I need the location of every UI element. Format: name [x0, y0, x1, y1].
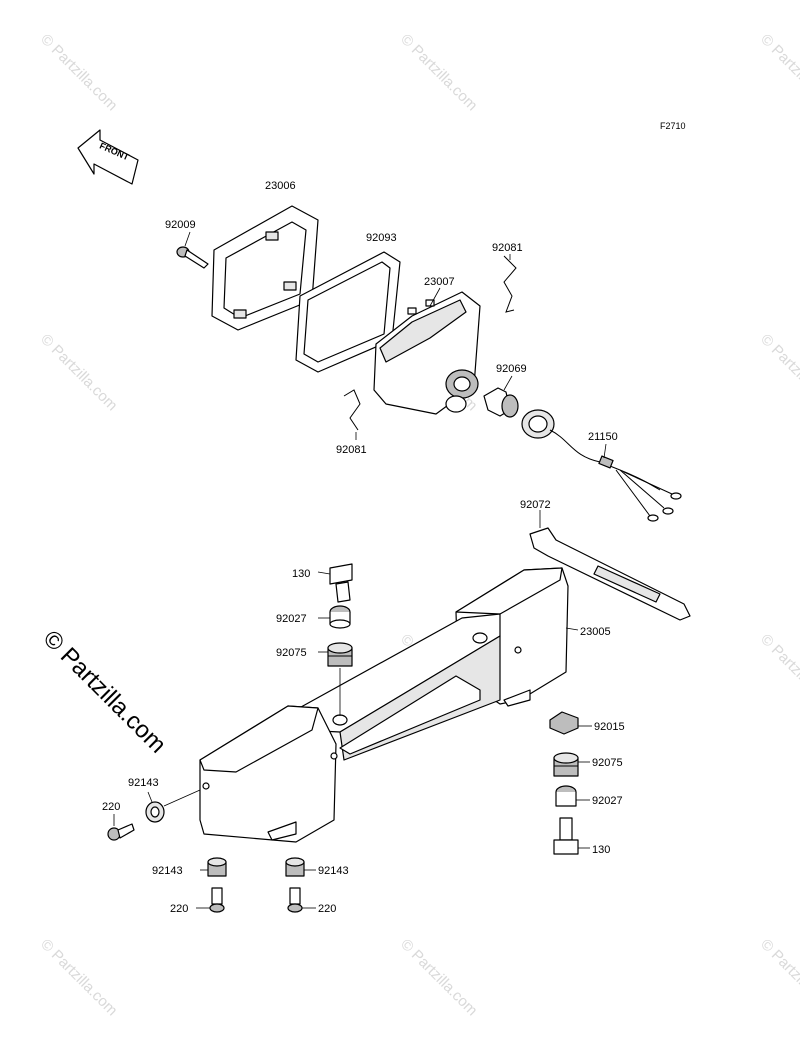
part-23006-frame: [211, 205, 319, 331]
part-92143-grommet-left: [145, 789, 201, 823]
callout-92075-upper: 92075: [276, 647, 307, 659]
callout-92143-left: 92143: [128, 777, 159, 789]
part-130-bolt-lower: [553, 817, 590, 855]
callout-92015: 92015: [594, 721, 625, 733]
watermark: © Partzilla.com: [757, 936, 800, 1019]
part-92093-gasket: [295, 251, 401, 373]
watermark: © Partzilla.com: [37, 31, 120, 114]
part-220-screw-left: [107, 814, 135, 841]
part-21150-harness: [521, 409, 682, 522]
callout-92075-lower: 92075: [592, 757, 623, 769]
watermark: © Partzilla.com: [757, 331, 800, 414]
callout-21150: 21150: [588, 431, 618, 443]
watermark: © Partzilla.com: [397, 31, 480, 114]
part-92027-collar-lower: [555, 785, 590, 807]
part-92143-grommet-bottom-left: [200, 857, 227, 877]
part-92081-spring-upper: [503, 254, 517, 313]
part-220-screw-bottom-center: [287, 887, 316, 913]
part-92069-bulb: [483, 375, 519, 418]
callout-92081-lower: 92081: [336, 444, 367, 456]
callout-92027-upper: 92027: [276, 613, 307, 625]
watermark: © Partzilla.com: [757, 31, 800, 114]
part-92015-nut: [549, 711, 592, 735]
callout-92143-bottom-left: 92143: [152, 865, 183, 877]
front-arrow: FRONT: [77, 129, 139, 185]
callout-92072: 92072: [520, 499, 551, 511]
part-92081-spring-lower: [343, 389, 361, 440]
part-92009-screw: [176, 231, 209, 269]
callout-92081-upper: 92081: [492, 242, 523, 254]
callout-92027-lower: 92027: [592, 795, 623, 807]
figure-code: F2710: [660, 121, 686, 131]
callout-220-bottom-left: 220: [170, 903, 188, 915]
part-92075-damper-lower: [553, 752, 590, 777]
part-220-screw-bottom-left: [196, 887, 225, 913]
callout-23005: 23005: [580, 626, 611, 638]
callout-92009: 92009: [165, 219, 196, 231]
callout-130-lower: 130: [592, 844, 610, 856]
callout-92143-bottom-center: 92143: [318, 865, 349, 877]
part-130-bolt-upper: [317, 563, 353, 603]
part-92143-grommet-bottom-center: [285, 857, 316, 877]
callout-130-upper: 130: [292, 568, 310, 580]
part-92072-cable-tie: [529, 510, 691, 621]
callout-220-left: 220: [102, 801, 120, 813]
watermark: © Partzilla.com: [37, 936, 120, 1019]
callout-220-bottom-center: 220: [318, 903, 336, 915]
part-92075-damper-upper: [318, 642, 353, 716]
part-23007-housing: [373, 287, 481, 415]
callout-92093: 92093: [366, 232, 397, 244]
part-23005-bumper: [199, 567, 579, 843]
watermark: © Partzilla.com: [757, 631, 800, 714]
watermark: © Partzilla.com: [37, 331, 120, 414]
part-92027-collar-upper: [318, 605, 351, 629]
callout-92069: 92069: [496, 363, 527, 375]
callout-labels: 23006 92009 92093 92081 23007 92081 9206…: [102, 180, 625, 915]
watermark-main: © Partzilla.com: [38, 625, 171, 758]
callout-23007: 23007: [424, 276, 455, 288]
watermark: © Partzilla.com: [397, 936, 480, 1019]
callout-23006: 23006: [265, 180, 296, 192]
